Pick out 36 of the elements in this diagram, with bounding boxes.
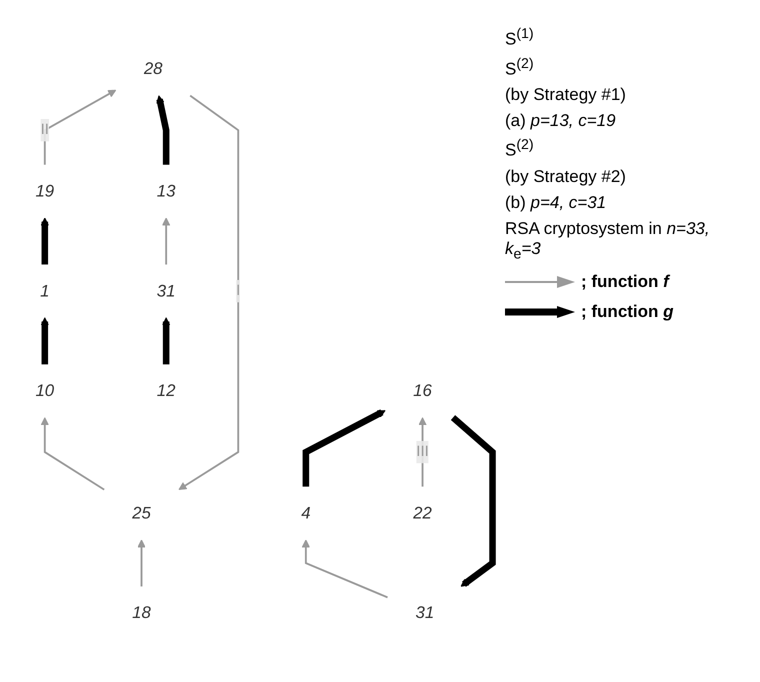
node-text: 31 [156, 281, 176, 300]
note-text: (by Strategy #2) [505, 166, 627, 187]
note-text: (by Strategy #1) [505, 85, 627, 106]
node-text: 28 [144, 59, 163, 78]
arrow [450, 415, 496, 587]
note-text: S$^{(1)}$ [505, 26, 535, 50]
node-text: 18 [132, 603, 151, 622]
note-text: (a) p=13, c=19 [505, 111, 617, 132]
node-text: 13 [156, 181, 176, 200]
node-text: 12 [156, 381, 176, 400]
arrow [162, 317, 170, 364]
legend-text: ; function g [581, 302, 674, 322]
arrow [162, 217, 170, 264]
arrow [137, 539, 146, 586]
legend-text: ; function f [581, 272, 669, 292]
node-text: 4 [301, 503, 311, 522]
node-text: 31 [416, 603, 434, 622]
node-text: 19 [35, 181, 54, 200]
note-text: S$^{(2)}$ [505, 56, 535, 80]
node-text: 1 [40, 281, 50, 300]
node-text: 10 [35, 381, 54, 400]
note-text: S$^{(2)}$ [505, 137, 535, 161]
node-text: 22 [413, 503, 432, 522]
graph-drawing: II I III 25 10 18 28 1 19 13 31 12 31 16 4 22 [0, 34, 500, 648]
arrow [40, 217, 49, 264]
arrow [178, 94, 240, 490]
arrow [40, 417, 105, 490]
note-text: RSA cryptosystem in n=33, k$_{e}$=3 [505, 218, 711, 262]
arrow [302, 539, 388, 598]
arrow [40, 317, 49, 364]
node-text: 25 [132, 503, 151, 522]
arrow [44, 90, 116, 165]
node-text: 16 [413, 381, 432, 400]
arrow [302, 409, 386, 487]
arrow [156, 95, 170, 165]
note-text: (b) p=4, c=31 [505, 192, 608, 213]
